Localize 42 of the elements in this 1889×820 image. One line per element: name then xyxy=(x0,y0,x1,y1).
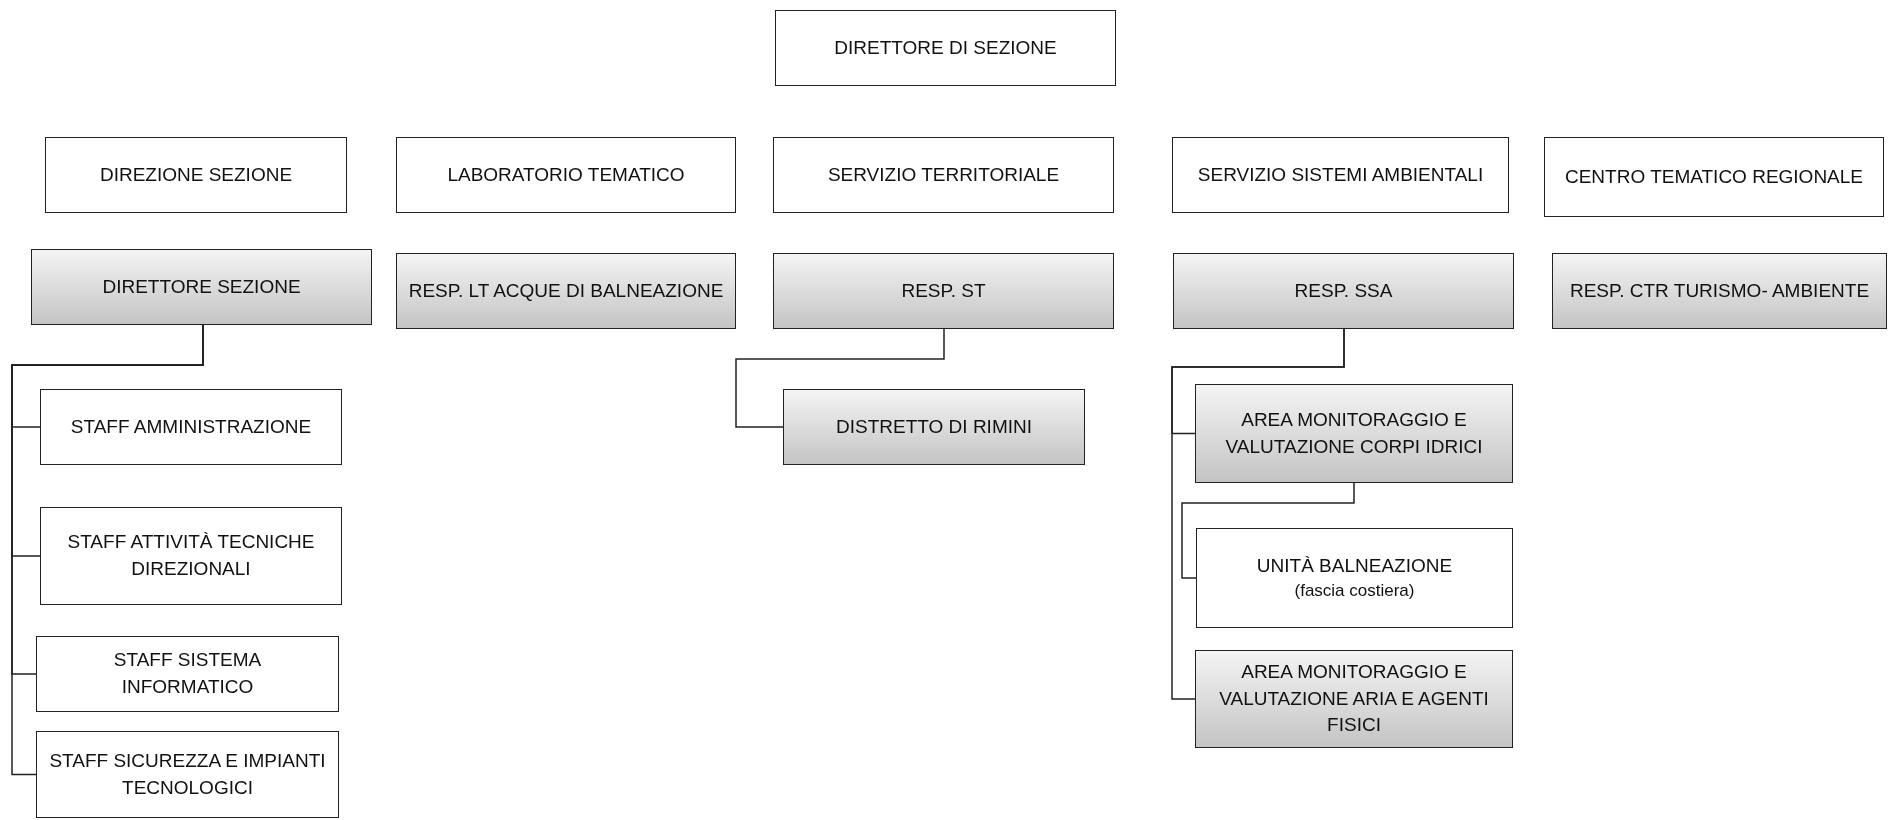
unit-box xyxy=(773,137,1114,213)
box-label: RESP. SSA xyxy=(1294,278,1393,303)
unit-box xyxy=(36,636,339,712)
box-label: UNITÀ BALNEAZIONE xyxy=(1256,553,1453,578)
box-label: SERVIZIO SISTEMI AMBIENTALI xyxy=(1197,162,1484,187)
role-box xyxy=(773,253,1114,329)
box-label: DIREZIONE SEZIONE xyxy=(99,162,293,187)
box-label: STAFF ATTIVITÀ TECNICHE DIREZIONALI xyxy=(66,530,316,581)
role-box xyxy=(1195,384,1513,483)
box-label: LABORATORIO TEMATICO xyxy=(447,162,685,187)
unit-box xyxy=(36,731,339,818)
box-label: STAFF SISTEMA INFORMATICO xyxy=(112,648,263,699)
box-label: RESP. CTR TURISMO- AMBIENTE xyxy=(1569,278,1870,303)
unit-box xyxy=(45,137,347,213)
box-label: RESP. LT ACQUE DI BALNEAZIONE xyxy=(408,278,724,303)
role-box xyxy=(1552,253,1887,329)
unit-box xyxy=(1172,137,1509,213)
role-box xyxy=(396,253,736,329)
role-box xyxy=(1195,650,1513,748)
box-label: AREA MONITORAGGIO E VALUTAZIONE ARIA E AGENTI FISICI xyxy=(1218,660,1490,738)
unit-box xyxy=(1196,528,1513,628)
connector-line xyxy=(1181,482,1355,579)
box-label: DISTRETTO DI RIMINI xyxy=(836,414,1032,439)
box-label: RESP. ST xyxy=(901,278,986,303)
role-box xyxy=(1173,253,1514,329)
role-box xyxy=(31,249,372,325)
box-label: SERVIZIO TERRITORIALE xyxy=(827,162,1060,187)
connector-line xyxy=(1171,328,1345,700)
connector-line xyxy=(735,328,945,428)
role-box xyxy=(783,389,1085,465)
box-label: DIRETTORE DI SEZIONE xyxy=(834,35,1057,60)
unit-box xyxy=(40,507,342,605)
unit-box xyxy=(775,10,1116,86)
box-label: STAFF AMMINISTRAZIONE xyxy=(70,414,312,439)
box-label: STAFF SICUREZZA E IMPIANTI TECNOLOGICI xyxy=(48,748,327,800)
unit-box xyxy=(1544,137,1884,217)
box-label: CENTRO TEMATICO REGIONALE xyxy=(1564,164,1864,189)
unit-box xyxy=(40,389,342,465)
unit-box xyxy=(396,137,736,213)
box-label: DIRETTORE SEZIONE xyxy=(102,274,301,299)
box-note: (fascia costiera) xyxy=(1294,580,1415,603)
box-label: AREA MONITORAGGIO E VALUTAZIONE CORPI IDRICI xyxy=(1224,407,1484,459)
